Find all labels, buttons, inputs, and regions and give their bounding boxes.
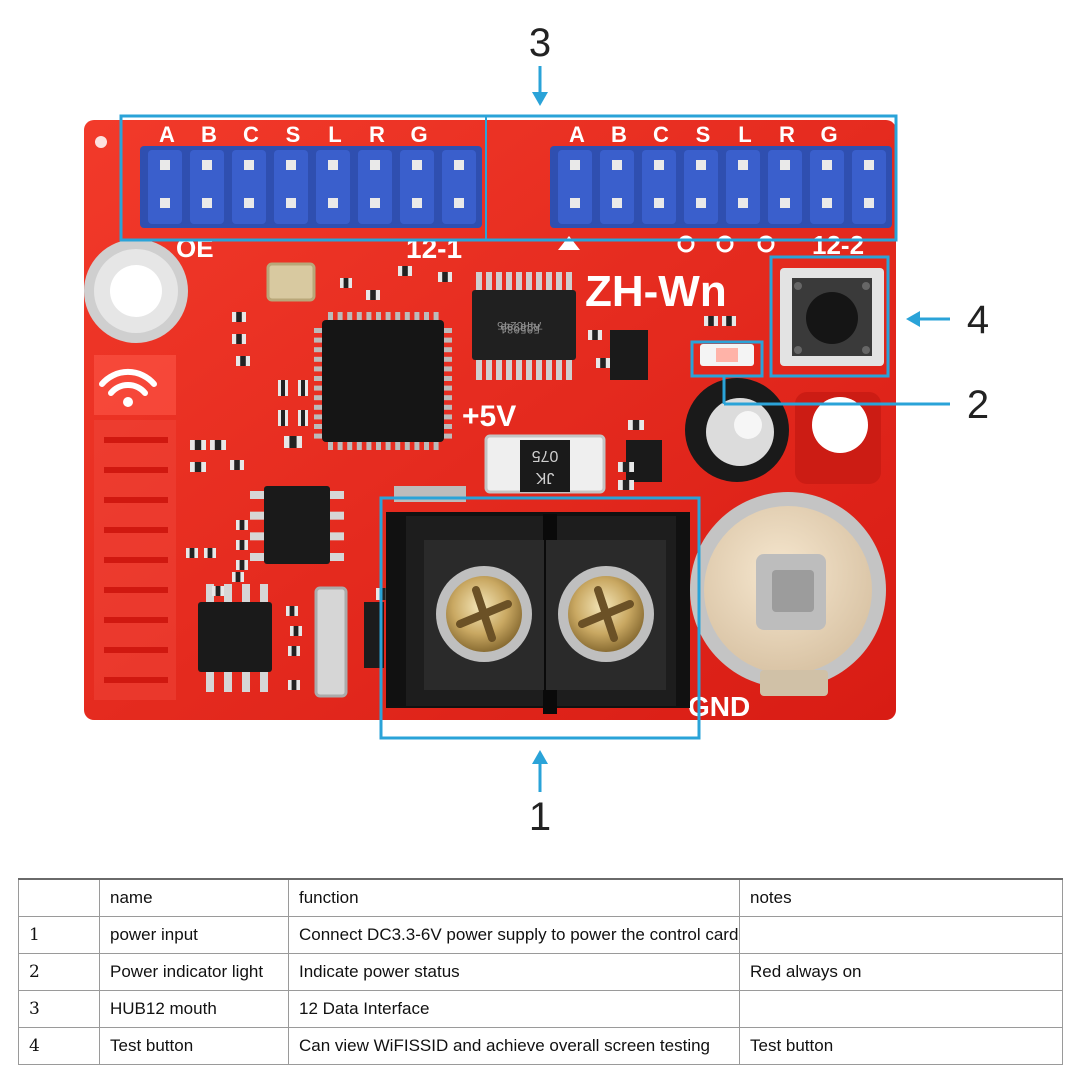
mount-hole-right — [795, 392, 881, 484]
table-cell — [739, 990, 1063, 1028]
pin1-marker — [558, 236, 580, 250]
table-cell: 1 — [18, 916, 100, 954]
mosfet-chip — [610, 330, 662, 482]
test-button[interactable] — [780, 268, 884, 366]
oe-silk-label: OE — [176, 233, 214, 263]
pin-letter-silk: B — [611, 122, 627, 147]
soic-chip-1 — [250, 486, 344, 564]
gnd-silk-label: GND — [688, 691, 750, 722]
highlight-hub12 — [119, 114, 898, 242]
table-cell: 12 Data Interface — [288, 990, 740, 1028]
header-cell: name — [99, 878, 289, 917]
table-cell: Test button — [739, 1027, 1063, 1065]
header-cell — [18, 878, 100, 917]
highlight-test-button — [769, 255, 890, 378]
callout-3: 3 — [529, 21, 551, 65]
header-cell: function — [288, 878, 740, 917]
pin-letter-silk: R — [779, 122, 795, 147]
table-cell: Test button — [99, 1027, 289, 1065]
svg-text:505081: 505081 — [500, 322, 540, 334]
inductor: 075 JK — [484, 434, 606, 494]
pin-letter-silk: L — [328, 122, 341, 147]
table-cell: Indicate power status — [288, 953, 740, 991]
header-cell: notes — [739, 878, 1063, 917]
arrow-4 — [906, 311, 950, 327]
power-led — [700, 344, 754, 366]
pin-letter-silk: G — [820, 122, 837, 147]
highlight-power-led — [690, 340, 764, 378]
table-cell — [739, 916, 1063, 954]
table-row: 3 HUB12 mouth 12 Data Interface — [18, 990, 1063, 1028]
diode — [314, 586, 348, 698]
svg-text:74HC245: 74HC245 — [497, 318, 543, 330]
table-cell: power input — [99, 916, 289, 954]
table-row: 2 Power indicator light Indicate power s… — [18, 953, 1063, 991]
silk-indicator-dots — [677, 235, 775, 253]
crystal — [266, 262, 316, 302]
pin-letter-silk: C — [653, 122, 669, 147]
arrow-2 — [722, 376, 950, 406]
table-cell: HUB12 mouth — [99, 990, 289, 1028]
voltage-silk-label: +5V — [462, 400, 516, 433]
pin-letter-silk: C — [243, 122, 259, 147]
model-silk-label: ZH-Wn — [585, 267, 727, 316]
smd-passives — [186, 266, 736, 690]
table-cell: Red always on — [739, 953, 1063, 991]
pin-letter-silk: S — [286, 122, 301, 147]
table-cell: 4 — [18, 1027, 100, 1065]
table-row: 1 power input Connect DC3.3-6V power sup… — [18, 916, 1063, 954]
coin-battery-holder — [690, 492, 886, 696]
pin-letter-silk: R — [369, 122, 385, 147]
mount-hole-left — [84, 239, 188, 343]
svg-text:JK: JK — [535, 469, 554, 486]
diode-2 — [364, 602, 384, 668]
buffer-chip: 505081 KC89ab 74HC245 — [472, 272, 576, 380]
electrolytic-capacitor — [685, 378, 789, 482]
table-header-row: name function notes — [18, 878, 1063, 917]
table-cell: 3 — [18, 990, 100, 1028]
callout-2: 2 — [967, 383, 989, 427]
pin-letter-silk: L — [738, 122, 751, 147]
pin-letter-silk: A — [159, 122, 175, 147]
highlight-power-input — [379, 496, 701, 740]
pin-letter-silk: S — [696, 122, 711, 147]
pin-letter-silk: A — [569, 122, 585, 147]
soic-chip-2 — [198, 584, 272, 692]
callout-4: 4 — [967, 298, 989, 342]
arrow-1 — [532, 750, 548, 792]
table-cell: Power indicator light — [99, 953, 289, 991]
table-row: 4 Test button Can view WiFISSID and achi… — [18, 1027, 1063, 1065]
arrow-3 — [532, 66, 548, 106]
svg-text:075: 075 — [532, 447, 559, 464]
power-terminal-block — [386, 486, 690, 714]
hub-right-silk-label: 12-2 — [812, 230, 864, 260]
spec-table: name function notes 1 power input Connec… — [18, 878, 1063, 1065]
table-cell: Connect DC3.3-6V power supply to power t… — [288, 916, 740, 954]
wifi-antenna — [94, 355, 176, 700]
svg-text:KC89ab: KC89ab — [500, 320, 540, 332]
table-cell: Can view WiFISSID and achieve overall sc… — [288, 1027, 740, 1065]
table-cell: 2 — [18, 953, 100, 991]
pin-letter-silk: B — [201, 122, 217, 147]
wifi-icon — [99, 368, 157, 407]
hub-left-silk-label: 12-1 — [406, 233, 462, 264]
pin-letter-silk: G — [410, 122, 427, 147]
mcu-chip — [314, 312, 452, 450]
callout-1: 1 — [529, 795, 551, 839]
mount-hole-small — [95, 136, 107, 148]
